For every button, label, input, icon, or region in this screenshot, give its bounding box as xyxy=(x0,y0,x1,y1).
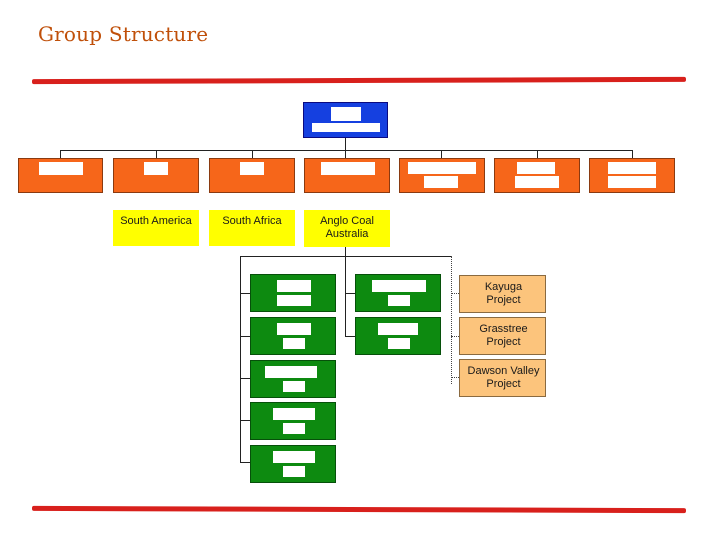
bottom-divider xyxy=(31,505,687,514)
division-drop-1 xyxy=(60,150,61,160)
operation-box-3 xyxy=(250,360,336,398)
top-divider xyxy=(31,76,687,85)
project-link-2 xyxy=(451,336,459,337)
operations-bus xyxy=(240,256,452,257)
op-branch-3 xyxy=(240,378,250,379)
project-box-kayuga: Kayuga Project xyxy=(459,275,546,313)
division-box-4 xyxy=(304,158,390,193)
project-label-kayuga: Kayuga Project xyxy=(484,281,523,306)
region-label-anglo-coal-australia: Anglo Coal Australia xyxy=(320,215,374,240)
division-bus xyxy=(60,150,633,151)
slide-title: Group Structure xyxy=(38,22,209,46)
operation-box-5 xyxy=(250,445,336,483)
region-box-south-africa: South Africa xyxy=(209,210,295,246)
region-label-south-america: South America xyxy=(120,215,192,227)
op-branch-2 xyxy=(240,336,250,337)
division-drop-5 xyxy=(441,150,442,160)
division-drop-2 xyxy=(156,150,157,160)
project-box-grasstree: Grasstree Project xyxy=(459,317,546,355)
division-box-2 xyxy=(113,158,199,193)
op-branch-7 xyxy=(345,336,355,337)
project-link-3 xyxy=(451,377,459,378)
op-branch-4 xyxy=(240,420,250,421)
operation-box-4 xyxy=(250,402,336,440)
operations-mid-spine xyxy=(345,256,346,336)
region-box-anglo-coal-australia: Anglo Coal Australia xyxy=(304,210,390,247)
operation-box-6 xyxy=(355,274,441,312)
project-link-1 xyxy=(451,293,459,294)
operation-box-2 xyxy=(250,317,336,355)
operation-box-1 xyxy=(250,274,336,312)
division-box-7 xyxy=(589,158,675,193)
division-box-5 xyxy=(399,158,485,193)
op-branch-1 xyxy=(240,293,250,294)
region-label-south-africa: South Africa xyxy=(222,215,282,227)
project-box-dawson-valley: Dawson Valley Project xyxy=(459,359,546,397)
region-box-south-america: South America xyxy=(113,210,199,246)
op-branch-6 xyxy=(345,293,355,294)
division-box-6 xyxy=(494,158,580,193)
project-label-grasstree: Grasstree Project xyxy=(479,323,528,348)
division-drop-6 xyxy=(537,150,538,160)
division-box-3 xyxy=(209,158,295,193)
operations-left-spine xyxy=(240,256,241,462)
op-branch-5 xyxy=(240,462,250,463)
operation-box-7 xyxy=(355,317,441,355)
division-drop-3 xyxy=(252,150,253,160)
operations-trunk xyxy=(345,247,346,256)
top-connector xyxy=(345,138,346,160)
group-head-box xyxy=(303,102,388,138)
division-box-1 xyxy=(18,158,103,193)
projects-dotted-spine xyxy=(451,256,452,384)
division-drop-7 xyxy=(632,150,633,160)
project-label-dawson-valley: Dawson Valley Project xyxy=(467,365,540,390)
